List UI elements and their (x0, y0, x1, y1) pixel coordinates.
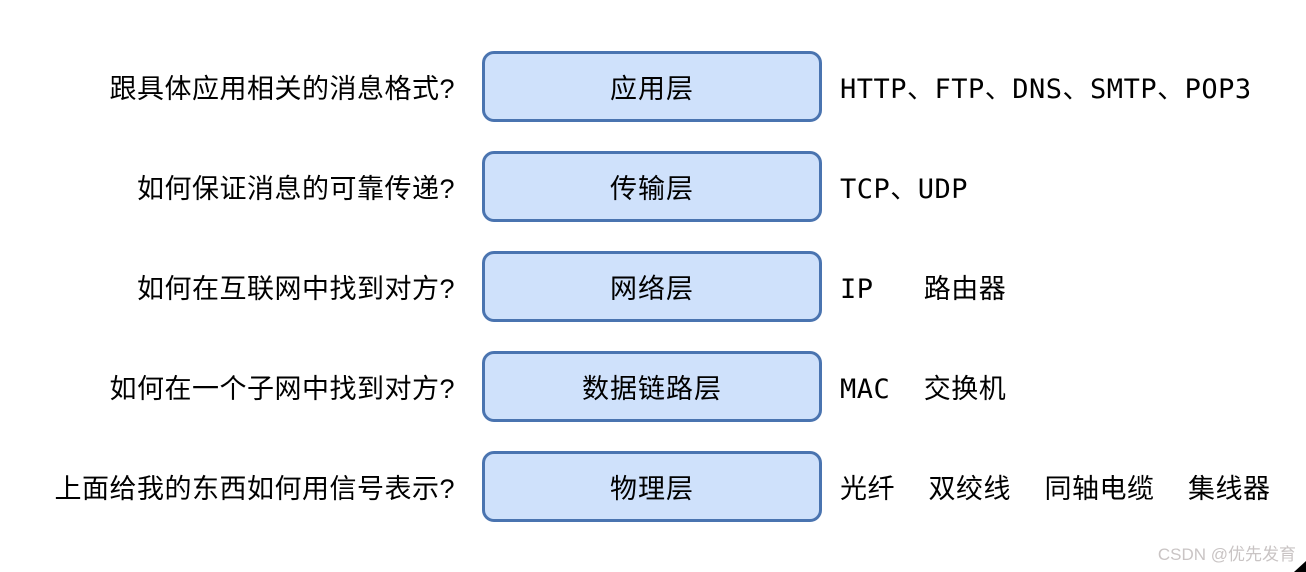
layer-row-datalink: 如何在一个子网中找到对方? 数据链路层 MAC 交换机 (0, 351, 1306, 422)
layer-label: 物理层 (610, 474, 694, 504)
layer-label: 数据链路层 (582, 374, 722, 404)
layer-label: 传输层 (610, 174, 694, 204)
layer-row-physical: 上面给我的东西如何用信号表示? 物理层 光纤 双绞线 同轴电缆 集线器 (0, 451, 1306, 522)
layer-protocols: HTTP、FTP、DNS、SMTP、POP3 (840, 74, 1252, 105)
layer-protocols: 光纤 双绞线 同轴电缆 集线器 (840, 474, 1271, 505)
layer-box-physical: 物理层 (482, 451, 822, 522)
layer-row-network: 如何在互联网中找到对方? 网络层 IP 路由器 (0, 251, 1306, 322)
layer-question: 跟具体应用相关的消息格式? (109, 74, 455, 104)
mouse-cursor-icon (1294, 561, 1306, 572)
csdn-watermark: CSDN @优先发育 (1157, 545, 1296, 564)
layer-box-application: 应用层 (482, 51, 822, 122)
layer-box-transport: 传输层 (482, 151, 822, 222)
layer-question: 如何在一个子网中找到对方? (109, 374, 455, 404)
layer-protocols: IP 路由器 (840, 274, 1007, 305)
layer-label: 网络层 (610, 274, 694, 304)
layer-row-application: 跟具体应用相关的消息格式? 应用层 HTTP、FTP、DNS、SMTP、POP3 (0, 51, 1306, 122)
layer-question: 如何在互联网中找到对方? (136, 274, 455, 304)
layer-label: 应用层 (610, 74, 694, 104)
layer-protocols: TCP、UDP (840, 174, 969, 205)
layer-protocols: MAC 交换机 (840, 374, 1007, 405)
layer-rows: 跟具体应用相关的消息格式? 应用层 HTTP、FTP、DNS、SMTP、POP3… (0, 51, 1306, 551)
layer-question: 上面给我的东西如何用信号表示? (54, 474, 455, 504)
layer-box-network: 网络层 (482, 251, 822, 322)
layer-question: 如何保证消息的可靠传递? (136, 174, 455, 204)
layer-box-datalink: 数据链路层 (482, 351, 822, 422)
layer-row-transport: 如何保证消息的可靠传递? 传输层 TCP、UDP (0, 151, 1306, 222)
